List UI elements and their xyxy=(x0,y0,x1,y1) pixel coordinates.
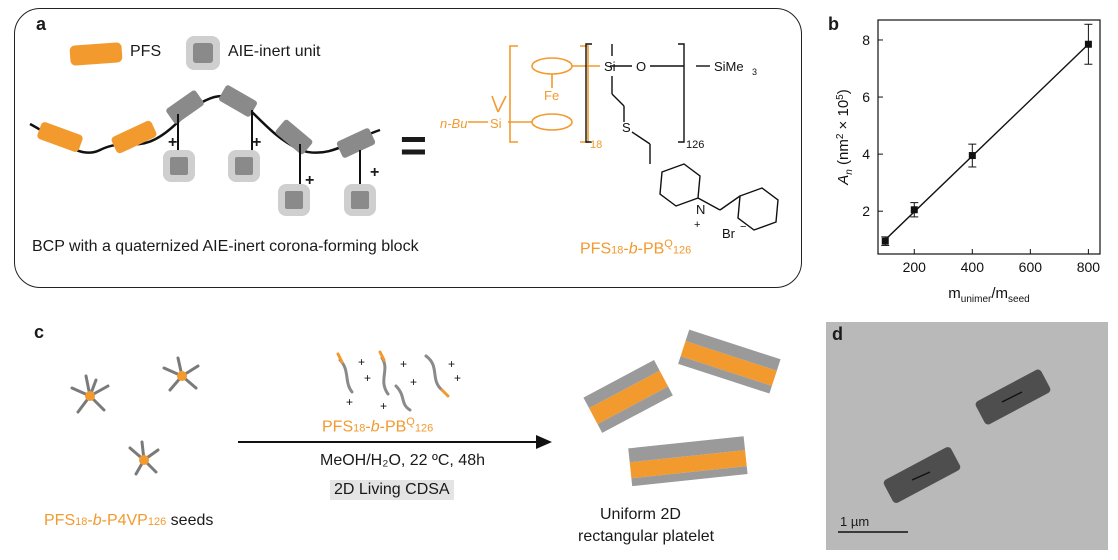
unimer-name: PFS18-b-PBQ126 xyxy=(322,416,434,436)
svg-text:+: + xyxy=(410,375,417,389)
platelets xyxy=(583,329,781,487)
equals-sign: = xyxy=(400,119,427,171)
pfs-segment xyxy=(111,120,157,154)
y-tick-label: 2 xyxy=(862,203,870,219)
aie-unit xyxy=(219,85,257,117)
fit-line xyxy=(884,43,1089,241)
panel-c-letter: c xyxy=(34,322,45,342)
svg-text:+: + xyxy=(364,371,371,385)
panel-d-letter: d xyxy=(832,324,843,344)
aie-unit xyxy=(166,90,204,124)
product-line-1: Uniform 2D xyxy=(600,506,681,523)
tem-micrograph xyxy=(826,322,1108,550)
struct-sub126: 126 xyxy=(686,139,704,151)
legend-pfs-swatch xyxy=(69,42,123,66)
struct-o: O xyxy=(636,59,646,74)
plot-frame xyxy=(877,19,1101,255)
seed-name: PFS18-b-P4VP126 seeds xyxy=(44,512,214,529)
svg-text:+: + xyxy=(358,355,365,369)
x-tick-label: 400 xyxy=(961,259,985,275)
chemical-structure: n-Bu Si Fe 18 Si O SiMe 3 126 S N + Br − xyxy=(440,43,779,241)
x-tick-label: 200 xyxy=(903,259,927,275)
struct-brminus: − xyxy=(740,221,746,233)
aie-unit xyxy=(336,128,376,158)
struct-sime3: SiMe xyxy=(714,59,744,74)
polymer-name-a: PFS18-b-PBQ126 xyxy=(580,238,692,258)
plus-sign: + xyxy=(305,172,315,189)
struct-sime3-sub: 3 xyxy=(752,67,757,77)
tem-platelets xyxy=(838,369,1051,533)
svg-text:+: + xyxy=(400,357,407,371)
y-axis-label: An (nm2 × 105) xyxy=(835,89,855,185)
plus-sign: + xyxy=(168,134,178,151)
plus-sign: + xyxy=(252,134,262,151)
aie-unit xyxy=(275,119,313,155)
reaction-arrow xyxy=(238,435,552,449)
product-line-2: rectangular platelet xyxy=(578,528,715,545)
data-point xyxy=(881,237,889,245)
y-tick-label: 4 xyxy=(862,146,870,162)
plus-sign: + xyxy=(370,164,380,181)
legend-pfs-label: PFS xyxy=(130,43,162,60)
scale-label: 1 µm xyxy=(840,514,870,529)
bcp-cartoon xyxy=(29,85,381,216)
data-point xyxy=(968,152,976,160)
panel-b-letter: b xyxy=(828,14,839,34)
struct-si: Si xyxy=(490,116,502,131)
panel-b-chart: 200 400 600 800 2 4 6 8 munimer/mseed An (nm2 × 1… xyxy=(835,19,1101,305)
legend-aie-label: AIE-inert unit xyxy=(228,43,321,60)
svg-text:+: + xyxy=(346,395,353,409)
struct-fe: Fe xyxy=(544,88,559,103)
unimer-cartoon: ++++++++ xyxy=(336,350,461,413)
struct-br: Br xyxy=(722,226,736,241)
seed-micelles xyxy=(70,356,200,476)
y-tick-label: 8 xyxy=(862,32,870,48)
data-point xyxy=(1084,40,1092,48)
svg-text:+: + xyxy=(454,371,461,385)
svg-text:+: + xyxy=(448,357,455,371)
struct-sub18: 18 xyxy=(590,139,602,151)
struct-nbu: n-Bu xyxy=(440,116,467,131)
x-axis-label: munimer/mseed xyxy=(948,285,1029,305)
x-tick-label: 800 xyxy=(1077,259,1101,275)
y-tick-label: 6 xyxy=(862,89,870,105)
panel-a-caption: BCP with a quaternized AIE-inert corona-… xyxy=(32,238,419,255)
legend-aie-inner xyxy=(193,43,213,63)
panel-a-letter: a xyxy=(36,14,47,34)
struct-si-top: Si xyxy=(604,59,616,74)
struct-nplus: + xyxy=(694,219,700,231)
x-tick-label: 600 xyxy=(1019,259,1043,275)
pfs-segment xyxy=(37,122,83,152)
svg-text:+: + xyxy=(380,399,387,413)
panel-a-frame xyxy=(14,8,802,288)
reaction-conditions: MeOH/H₂O, 22 ºC, 48h xyxy=(320,452,485,469)
data-point xyxy=(910,206,918,214)
struct-s: S xyxy=(622,120,631,135)
method-label: 2D Living CDSA xyxy=(330,480,454,500)
struct-n: N xyxy=(696,202,705,217)
